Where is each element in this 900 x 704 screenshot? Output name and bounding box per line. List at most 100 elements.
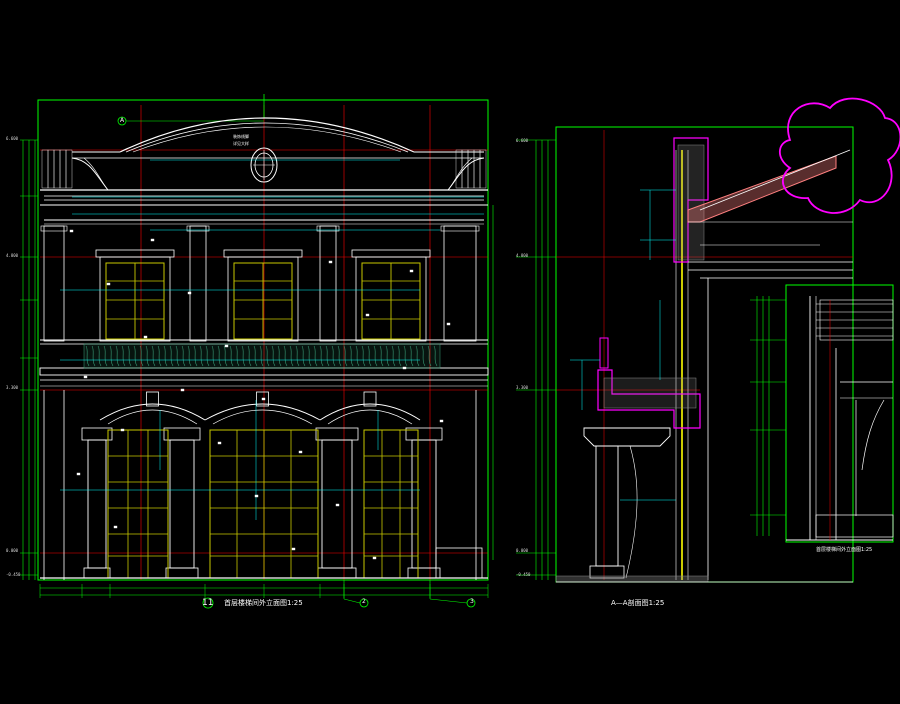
leader-dot [446, 322, 451, 326]
baluster [373, 345, 378, 367]
keystone-1 [256, 391, 269, 407]
leader-dot [409, 269, 414, 273]
leader-dot [402, 366, 407, 370]
baluster [349, 345, 354, 367]
pediment-arch-inner2 [132, 126, 402, 153]
window-surround-0 [99, 256, 171, 342]
detail-view-title: 首层楼梯间外立面图1:25 [816, 547, 873, 553]
left-level-label-1: 6.600 [6, 136, 19, 141]
baluster [229, 345, 234, 367]
baluster [115, 345, 120, 367]
baluster [241, 345, 246, 367]
leader-dot [106, 282, 111, 286]
detail-cornice-block [819, 299, 894, 341]
leader-dot [224, 344, 229, 348]
baluster [385, 345, 390, 367]
baluster [313, 345, 318, 367]
capital-0 [81, 427, 113, 441]
pediment-note-2: 详见大样 [233, 141, 249, 146]
roof-tile-r4 [479, 149, 487, 189]
oval-medallion [250, 147, 278, 183]
arch-inner-1 [212, 409, 313, 425]
baluster [247, 345, 252, 367]
section-level-label-1: 6.600 [516, 138, 529, 143]
baluster [235, 345, 240, 367]
section-column [595, 445, 619, 567]
ground-slab [555, 575, 709, 583]
baluster [331, 345, 336, 367]
section-level-label-3: 3.300 [516, 385, 529, 390]
scroll-right [447, 157, 485, 191]
leader-dot [76, 472, 81, 476]
baluster [187, 345, 192, 367]
scroll-right-2 [447, 157, 473, 191]
window-head-2 [351, 249, 431, 258]
baluster [157, 345, 162, 367]
baluster [403, 345, 408, 367]
baluster [397, 345, 402, 367]
baluster [163, 345, 168, 367]
parapet-hatch [677, 144, 705, 261]
leader-dot [335, 503, 340, 507]
pediment-note-1: 装饰线脚 [233, 134, 249, 139]
baluster [415, 345, 420, 367]
leader-dot [291, 547, 296, 551]
baluster [193, 345, 198, 367]
section-curve [625, 445, 638, 579]
baluster [127, 345, 132, 367]
baluster [139, 345, 144, 367]
baluster [85, 345, 90, 367]
window-surround-2 [355, 256, 427, 342]
column-base-3 [407, 567, 441, 579]
leader-dot [150, 238, 155, 242]
left-level-label-3: 3.300 [6, 385, 19, 390]
roof-slope-fill [687, 155, 837, 223]
grid-leader-3b [429, 598, 468, 604]
window-surround-1 [227, 256, 299, 342]
baluster [427, 345, 432, 367]
baluster [283, 345, 288, 367]
baluster [265, 345, 270, 367]
arch-outer-1 [204, 403, 321, 421]
grid-circle-11 [202, 597, 214, 609]
section-view-title: A—A剖面图1:25 [611, 599, 665, 607]
window-head-1 [223, 249, 303, 258]
baluster [175, 345, 180, 367]
grid-axis-bottom-label-2: 3 [470, 598, 474, 605]
baluster [103, 345, 108, 367]
baluster [217, 345, 222, 367]
upper-pilaster-cap-2 [316, 225, 340, 232]
baluster [295, 345, 300, 367]
baluster [343, 345, 348, 367]
scroll-left-2 [83, 157, 109, 191]
section-level-label-5: -0.450 [516, 572, 531, 577]
leader-dot [328, 260, 333, 264]
baluster [205, 345, 210, 367]
roof-tile-l2 [53, 149, 61, 189]
parapet-magenta [673, 137, 709, 263]
railing-magenta [599, 337, 609, 369]
section-level-label-4: 0.000 [516, 548, 529, 553]
baluster [133, 345, 138, 367]
arch-inner-0 [107, 409, 198, 425]
leader-dot [83, 375, 88, 379]
arch-outer-2 [319, 403, 421, 421]
upper-pilaster-cap-3 [440, 225, 480, 232]
capital-2 [315, 427, 359, 441]
baluster [97, 345, 102, 367]
baluster [109, 345, 114, 367]
revision-cloud [778, 97, 900, 214]
baluster [271, 345, 276, 367]
leader-dot [372, 556, 377, 560]
leader-dot [261, 397, 266, 401]
baluster [319, 345, 324, 367]
baluster [199, 345, 204, 367]
capital-1 [163, 427, 201, 441]
baluster [433, 345, 438, 367]
grid-axis-top-label: A [120, 117, 125, 124]
baluster [361, 345, 366, 367]
baluster [409, 345, 414, 367]
baluster [355, 345, 360, 367]
baluster [379, 345, 384, 367]
baluster [151, 345, 156, 367]
